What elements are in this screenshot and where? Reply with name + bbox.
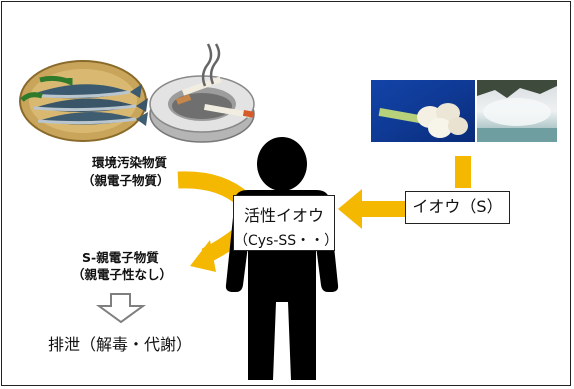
outline-arrow-down — [95, 293, 147, 324]
hot-spring-image — [477, 80, 557, 142]
fish-plate-image — [19, 60, 148, 142]
arrow-sulfur-from-source — [455, 156, 471, 188]
pollutant-label-line2: （親電子物質） — [82, 173, 170, 188]
active-sulfur-box: 活性イオウ （Cys-SS・・） — [233, 195, 339, 251]
pollutant-label-line1: 環境汚染物質 — [92, 155, 168, 170]
s-adduct-line1: S-親電子物質 — [82, 250, 159, 265]
excretion-label: 排泄（解毒・代謝） — [48, 335, 193, 354]
ashtray-image — [149, 43, 255, 143]
arrow-sulfur-to-active — [338, 189, 408, 229]
active-sulfur-line1: 活性イオウ — [243, 206, 324, 225]
s-adduct-line2: （親電子性なし） — [72, 267, 173, 282]
sulfur-box: イオウ（S） — [405, 191, 510, 224]
active-sulfur-line2: （Cys-SS・・） — [234, 233, 339, 249]
garlic-image — [371, 80, 475, 142]
human-silhouette — [225, 137, 339, 380]
